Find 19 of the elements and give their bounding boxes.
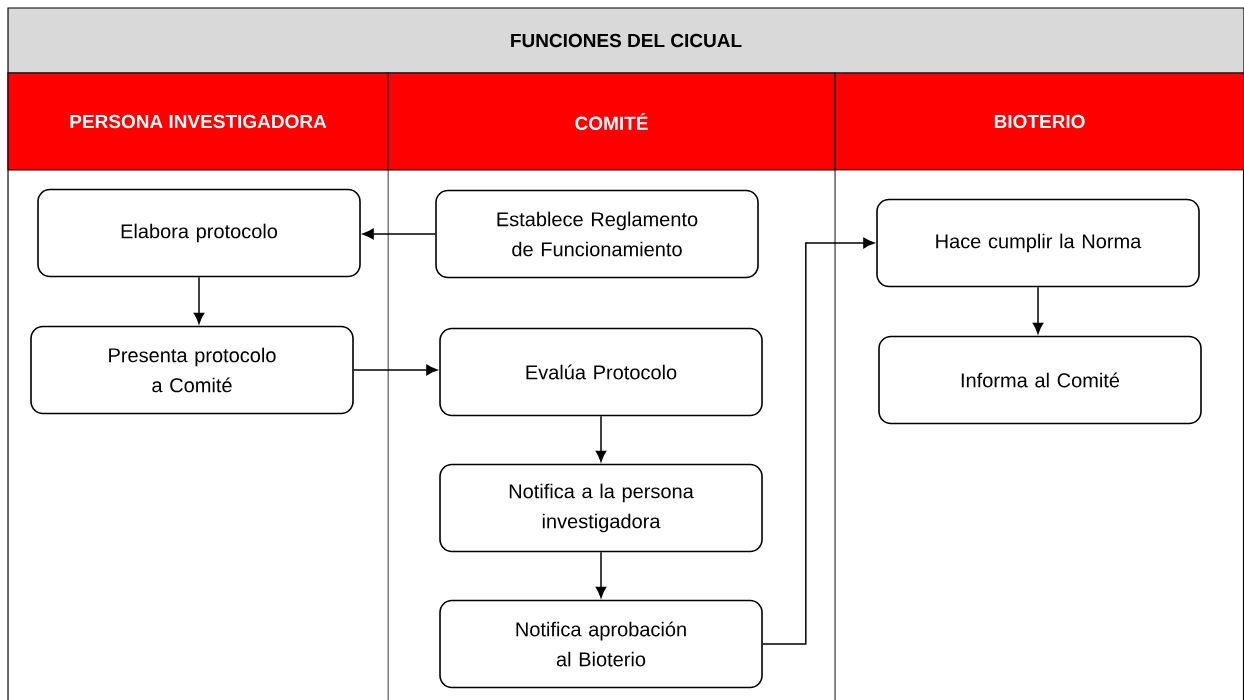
process-box: Notifica a la persona investigadora	[439, 463, 763, 553]
arrow	[595, 551, 607, 598]
process-box: Presenta protocolo a Comité	[30, 325, 354, 415]
process-box: Notifica aprobación al Bioterio	[439, 599, 763, 689]
process-box: Informa al Comité	[878, 335, 1202, 425]
lane-header: BIOTERIO	[834, 72, 1244, 171]
process-box: Establece Reglamento de Funcionamiento	[435, 189, 759, 279]
title-band: FUNCIONES DEL CICUAL	[7, 7, 1244, 74]
lane-header: COMITÉ	[387, 72, 836, 171]
arrow	[193, 276, 205, 324]
lane-header: PERSONA INVESTIGADORA	[7, 72, 389, 171]
arrow	[762, 237, 875, 645]
arrow	[1032, 286, 1044, 334]
process-box: Elabora protocolo	[37, 188, 361, 278]
arrow	[362, 228, 436, 240]
process-box: Hace cumplir la Norma	[876, 198, 1200, 288]
process-box: Evalúa Protocolo	[439, 327, 763, 417]
arrow	[353, 364, 438, 376]
arrow	[595, 415, 607, 462]
